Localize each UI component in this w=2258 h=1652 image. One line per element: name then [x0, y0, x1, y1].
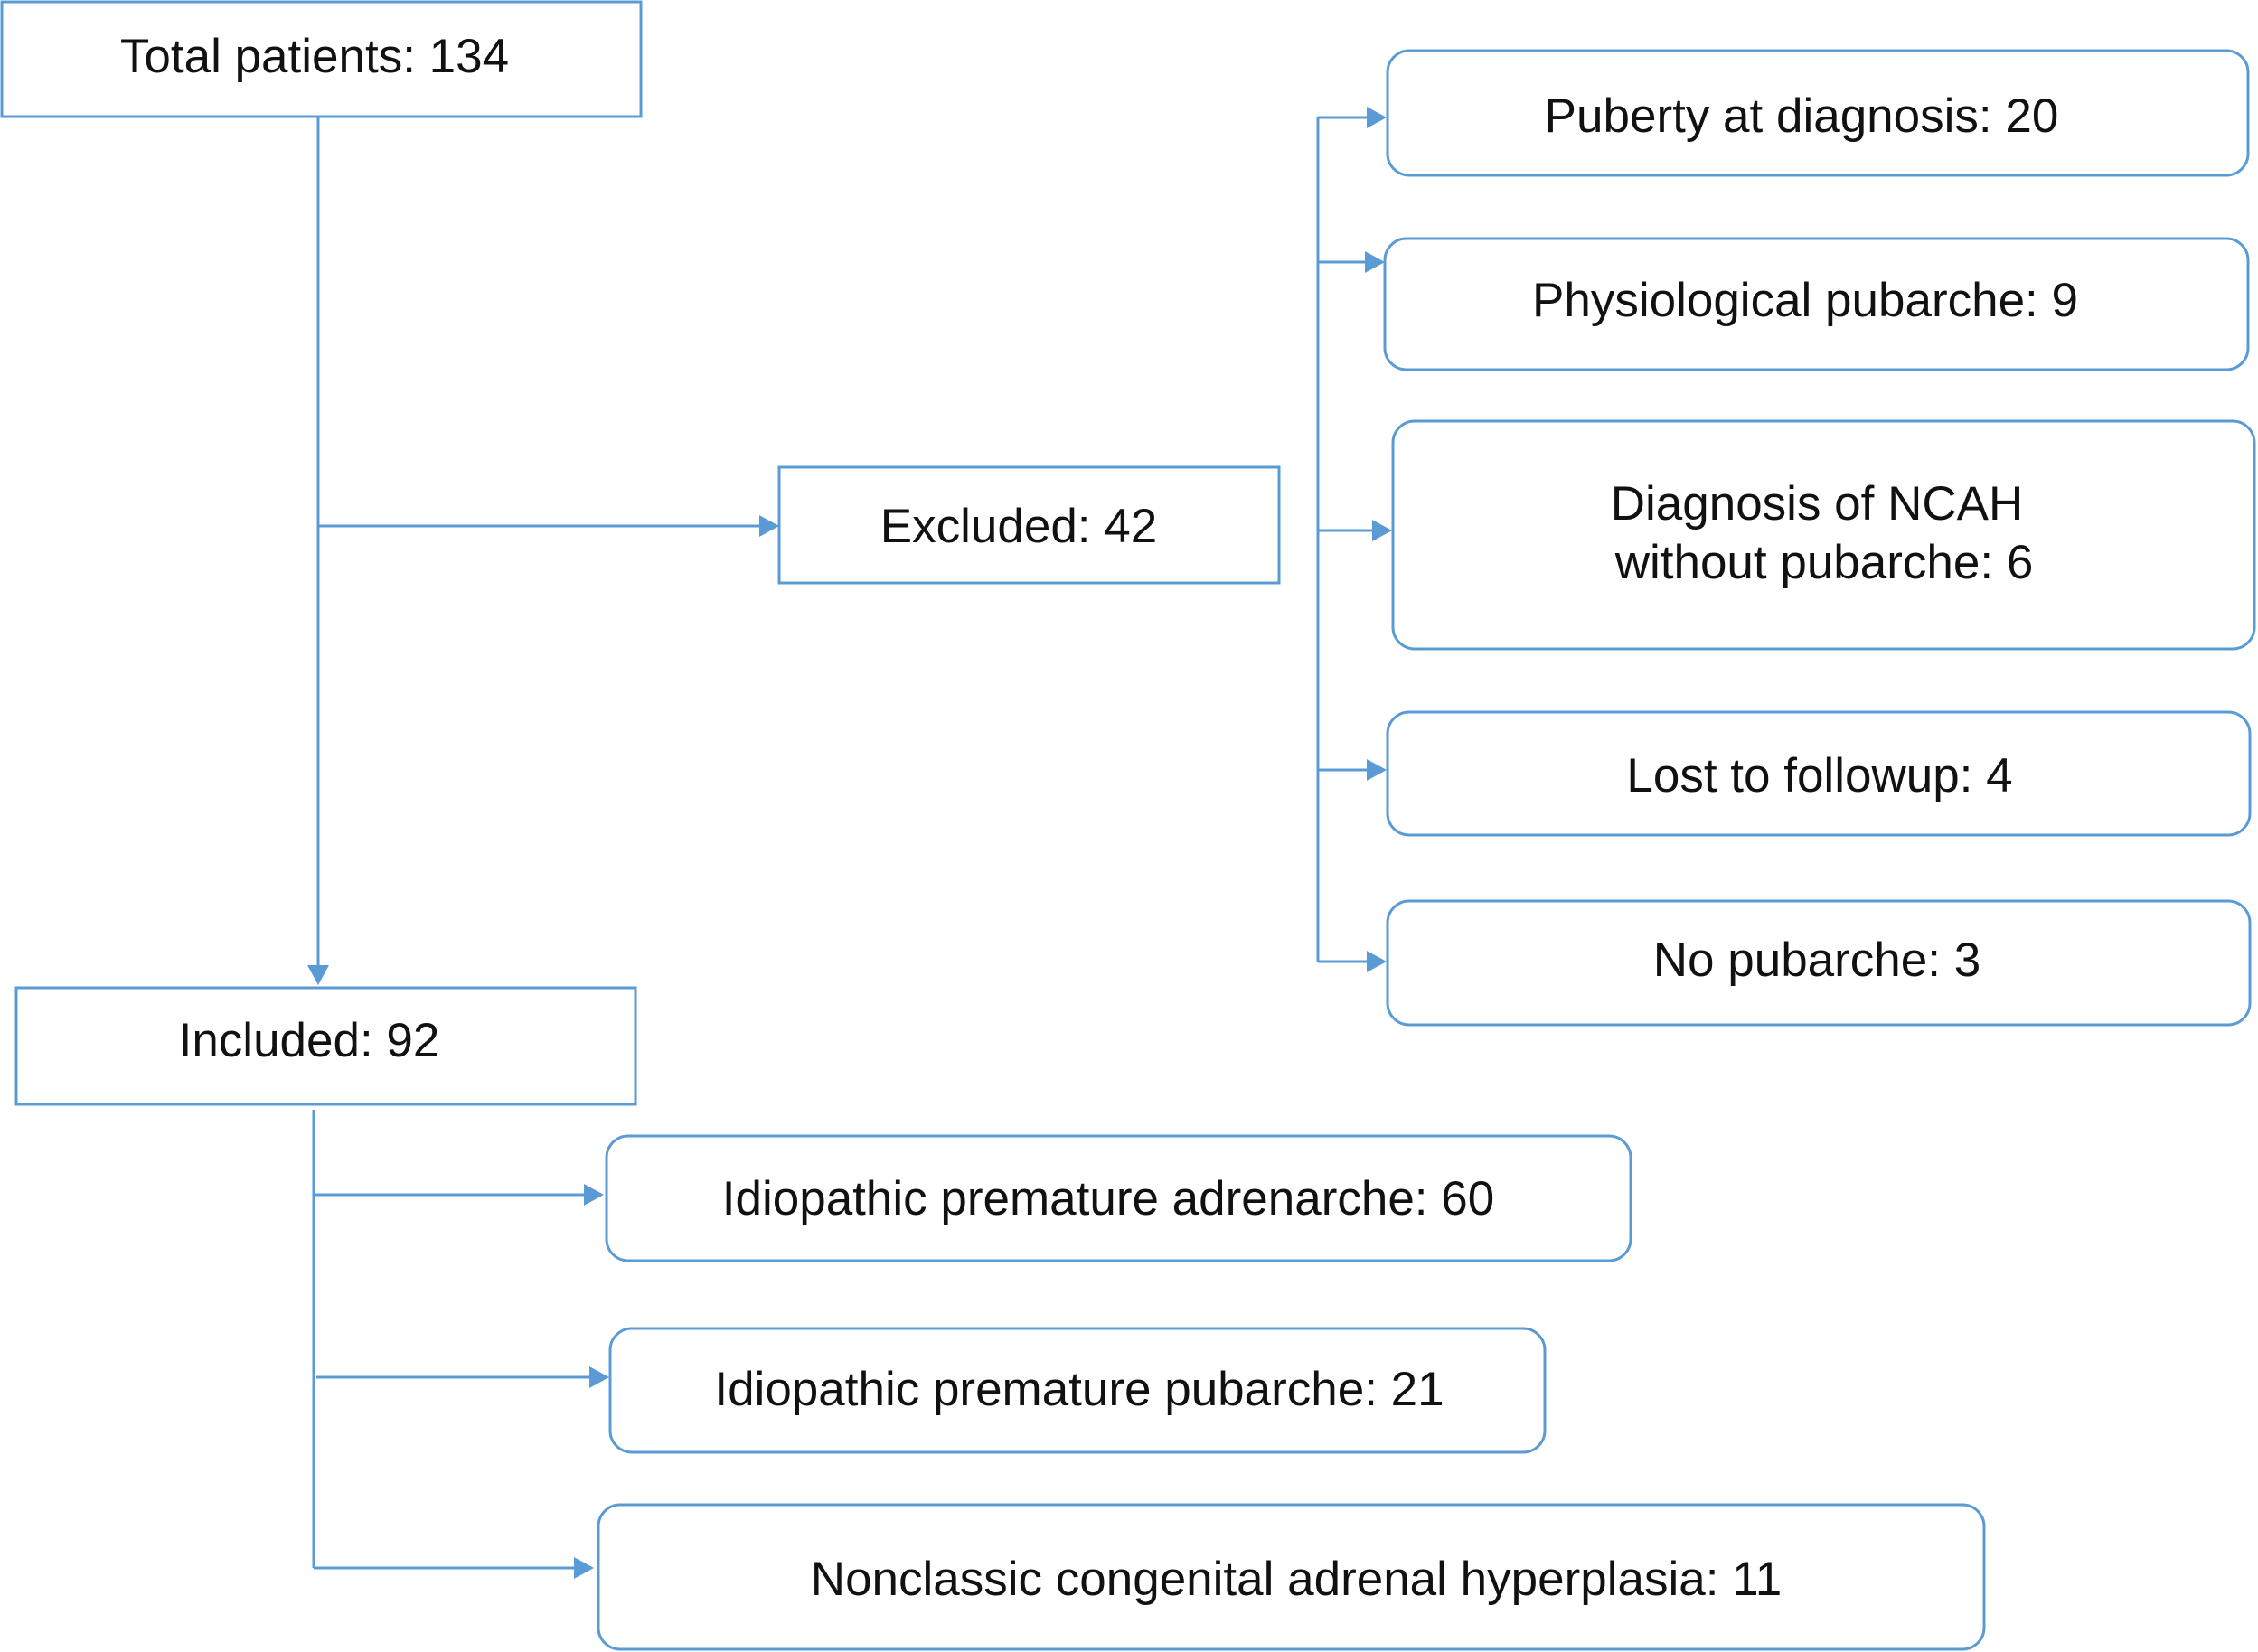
node-ipp: Idiopathic premature pubarche: 21: [608, 1327, 1547, 1454]
arrowhead-ipp: [589, 1366, 609, 1388]
node-ncah-label-line1: Diagnosis of NCAH: [1611, 477, 2024, 530]
node-physiological-label: Physiological pubarche: 9: [1532, 274, 2078, 327]
node-nccah: Nonclassic congenital adrenal hyperplasi…: [597, 1503, 1986, 1651]
node-excluded-label: Excluded: 42: [880, 500, 1157, 553]
node-ipa-label: Idiopathic premature adrenarche: 60: [722, 1172, 1494, 1225]
node-nccah-label: Nonclassic congenital adrenal hyperplasi…: [811, 1553, 1782, 1606]
arrowhead-included: [307, 965, 329, 985]
node-ipp-label: Idiopathic premature pubarche: 21: [714, 1363, 1444, 1416]
arrowhead-excluded: [759, 515, 779, 537]
arrowhead-nccah: [574, 1557, 594, 1579]
node-total: Total patients: 134: [0, 0, 643, 118]
arrowhead-no-pubarche: [1367, 951, 1387, 972]
arrowhead-ncah: [1372, 520, 1392, 541]
node-puberty-label: Puberty at diagnosis: 20: [1545, 89, 2059, 143]
arrowhead-lost: [1367, 759, 1387, 781]
node-included-label: Included: 92: [179, 1014, 440, 1067]
connectors: [307, 107, 1392, 1579]
node-physiological: Physiological pubarche: 9: [1383, 237, 2250, 371]
node-lost-label: Lost to followup: 4: [1626, 749, 2012, 803]
node-included: Included: 92: [14, 986, 637, 1106]
node-no-pubarche-label: No pubarche: 3: [1653, 934, 1980, 987]
arrowhead-physiological: [1365, 251, 1385, 273]
node-no-pubarche: No pubarche: 3: [1386, 899, 2252, 1027]
arrowhead-ipa: [584, 1184, 604, 1206]
arrowhead-puberty: [1367, 107, 1387, 128]
node-ncah-label-line2: without pubarche: 6: [1614, 536, 2034, 589]
node-ipa: Idiopathic premature adrenarche: 60: [605, 1134, 1632, 1262]
node-total-label: Total patients: 134: [120, 30, 509, 83]
node-excluded: Excluded: 42: [777, 465, 1281, 585]
node-puberty: Puberty at diagnosis: 20: [1386, 49, 2250, 177]
node-ncah: Diagnosis of NCAH without pubarche: 6: [1391, 419, 2256, 651]
node-lost: Lost to followup: 4: [1386, 710, 2252, 837]
